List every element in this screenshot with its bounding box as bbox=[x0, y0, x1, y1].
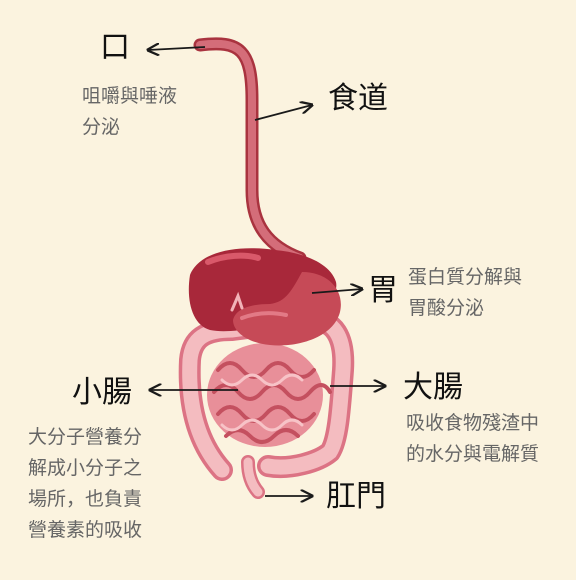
large-intestine-description: 吸收食物殘渣中 的水分與電解質 bbox=[406, 408, 539, 470]
large-intestine-desc-line-2: 的水分與電解質 bbox=[406, 443, 540, 465]
large-intestine-label: 大腸 bbox=[403, 370, 463, 405]
anus-label: 肛門 bbox=[326, 479, 386, 514]
small-intestine-desc-line-3: 場所，也負責 bbox=[28, 488, 143, 510]
large-intestine-desc-line-1: 吸收食物殘渣中 bbox=[406, 412, 540, 434]
small-intestine-desc-line-2: 解成小分子之 bbox=[28, 457, 143, 479]
stomach-desc-line-2: 胃酸分泌 bbox=[408, 297, 485, 319]
mouth-desc-line-2: 分泌 bbox=[82, 116, 121, 138]
mouth-description: 咀嚼與唾液 分泌 bbox=[82, 81, 177, 143]
stomach-desc-line-1: 蛋白質分解與 bbox=[408, 266, 523, 288]
esophagus-tube bbox=[193, 37, 307, 265]
stomach-label: 胃 bbox=[368, 273, 398, 308]
small-intestine-desc-line-1: 大分子營養分 bbox=[28, 426, 143, 448]
stomach-shape bbox=[230, 272, 341, 346]
mouth-label: 口 bbox=[100, 30, 130, 65]
small-intestine-description: 大分子營養分 解成小分子之 場所，也負責 營養素的吸收 bbox=[28, 422, 142, 546]
mouth-arrow bbox=[148, 47, 206, 50]
small-intestine-shape bbox=[207, 343, 332, 447]
stomach-description: 蛋白質分解與 胃酸分泌 bbox=[408, 262, 522, 324]
small-intestine-label: 小腸 bbox=[72, 375, 132, 410]
esophagus-label: 食道 bbox=[328, 81, 388, 116]
esophagus-arrow bbox=[254, 105, 312, 121]
small-intestine-desc-line-4: 營養素的吸收 bbox=[28, 519, 143, 541]
mouth-desc-line-1: 咀嚼與唾液 bbox=[82, 85, 178, 107]
stomach-arrow bbox=[311, 289, 362, 293]
